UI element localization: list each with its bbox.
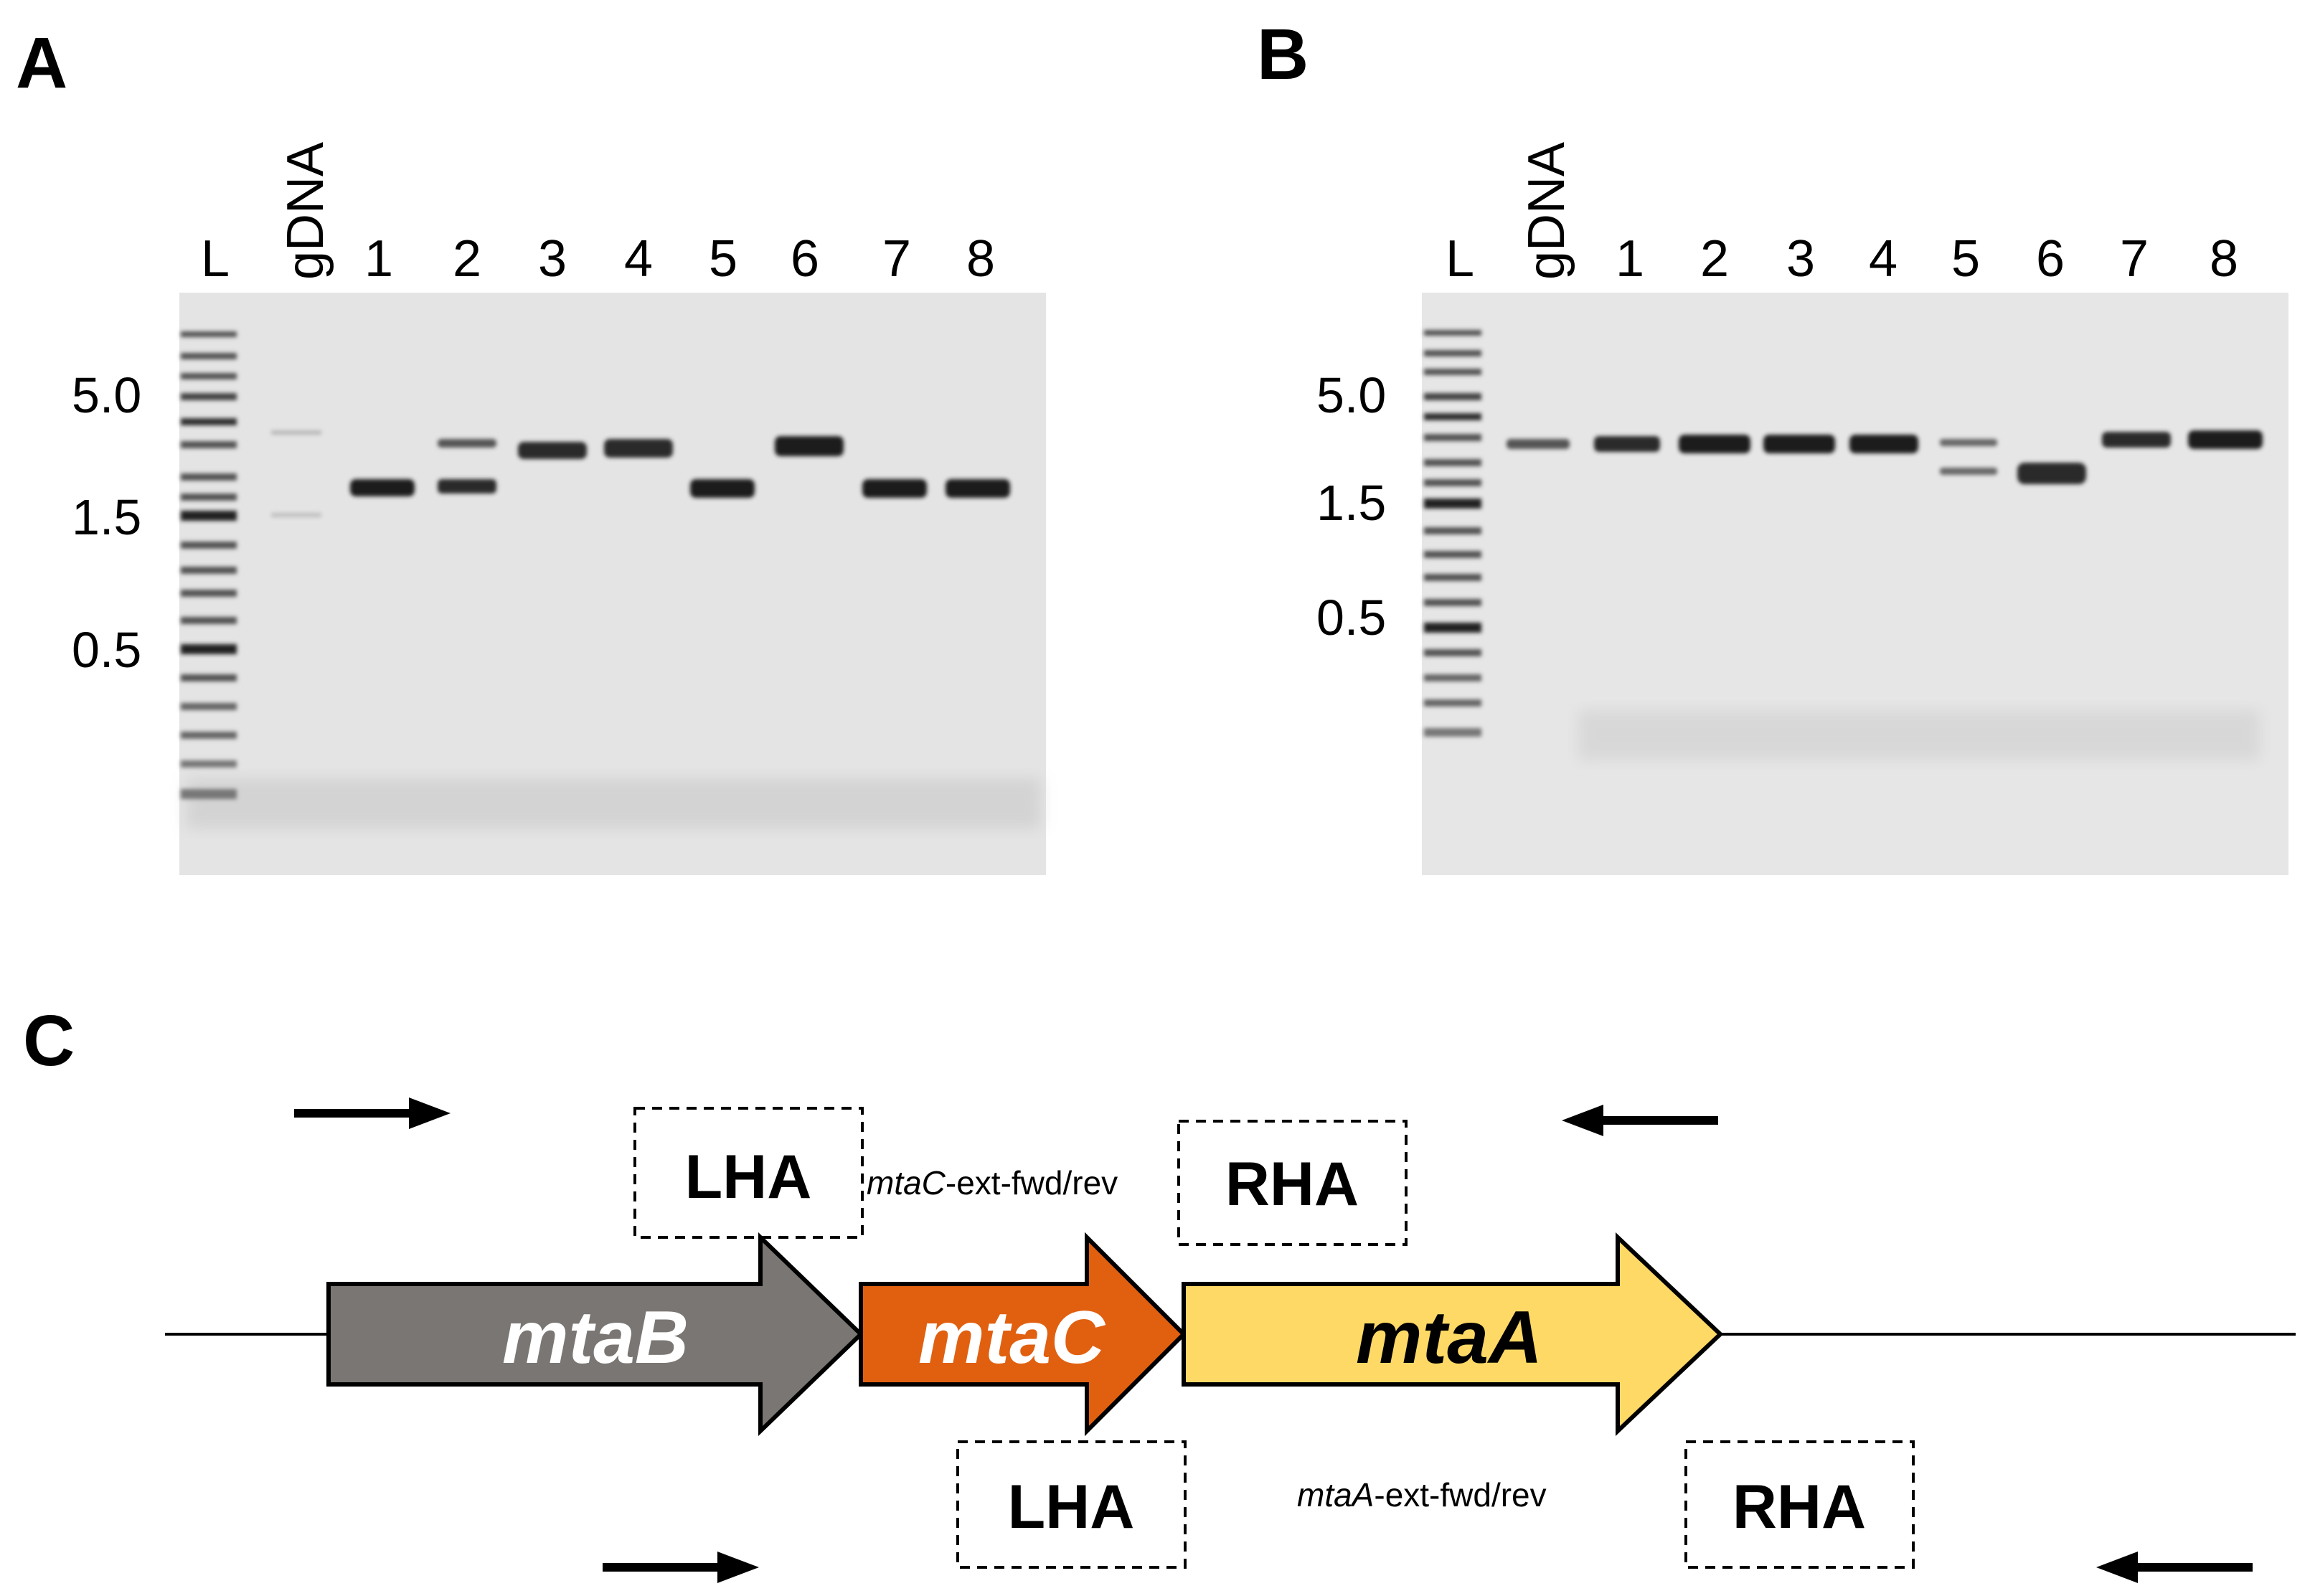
primer-label-bottom-suffix: -ext-fwd/rev <box>1374 1476 1546 1514</box>
lha-label-bottom: LHA <box>1008 1473 1135 1541</box>
gene-mtac: mtaC <box>859 1232 1187 1437</box>
lane-label-gdna: gDNA <box>277 142 334 280</box>
lha-box-top: LHA <box>633 1107 864 1239</box>
size-label-0-5kb: 0.5 <box>72 622 141 678</box>
lane-label-7: 7 <box>882 230 911 288</box>
ladder-bands-a <box>181 331 237 799</box>
gene-arrow-mtaa <box>1182 1232 1724 1436</box>
sample-bands-b <box>1507 430 2263 484</box>
panel-c-letter: C <box>23 1001 75 1081</box>
rha-label-top: RHA <box>1225 1150 1359 1219</box>
size-label-0-5kb: 0.5 <box>1316 590 1386 646</box>
lha-label-top: LHA <box>685 1143 812 1212</box>
primer-label-bottom: mtaA-ext-fwd/rev <box>1297 1476 1547 1514</box>
lane-label-3: 3 <box>1786 230 1815 288</box>
gene-label-mtab: mtaB <box>502 1296 689 1379</box>
lha-box-bottom: LHA <box>956 1440 1187 1569</box>
size-label-5kb: 5.0 <box>1316 367 1386 423</box>
lane-label-4: 4 <box>624 230 653 288</box>
gel-image-b <box>1422 293 2288 875</box>
lane-label-1: 1 <box>1616 230 1644 288</box>
lane-label-8: 8 <box>966 230 995 288</box>
lane-label-5: 5 <box>709 230 737 288</box>
lane-label-gdna: gDNA <box>1518 142 1575 280</box>
primer-arrow-top-forward <box>294 1097 451 1129</box>
lane-label-7: 7 <box>2120 230 2149 288</box>
gel-image-a <box>179 293 1046 875</box>
gene-arrow-mtab <box>326 1232 864 1437</box>
primer-label-top-suffix: -ext-fwd/rev <box>946 1164 1118 1201</box>
size-label-1-5kb: 1.5 <box>72 489 141 545</box>
gene-label-mtac: mtaC <box>918 1296 1106 1379</box>
panel-b-lane-labels: L gDNA 1 2 3 4 5 6 7 8 <box>1446 142 2238 288</box>
primer-label-bottom-gene: mtaA <box>1297 1476 1374 1514</box>
panel-a-letter: A <box>16 23 67 103</box>
lane-label-4: 4 <box>1869 230 1898 288</box>
primer-label-top: mtaC-ext-fwd/rev <box>867 1164 1118 1201</box>
sample-bands-a <box>271 430 1010 517</box>
lane-label-2: 2 <box>453 230 481 288</box>
size-label-5kb: 5.0 <box>72 367 141 423</box>
lane-label-6: 6 <box>2036 230 2065 288</box>
rha-box-top: RHA <box>1177 1120 1408 1246</box>
lane-label-8: 8 <box>2210 230 2238 288</box>
gene-mtaa: mtaA <box>1182 1232 1724 1436</box>
lane-label-6: 6 <box>791 230 819 288</box>
panel-b: B L gDNA 1 2 3 4 5 6 7 8 5.0 1.5 0.5 <box>1257 14 2288 875</box>
primer-arrow-bottom-forward <box>603 1552 759 1583</box>
rha-label-bottom: RHA <box>1732 1473 1866 1541</box>
lane-label-1: 1 <box>364 230 393 288</box>
rha-box-bottom: RHA <box>1684 1440 1915 1569</box>
primer-label-top-gene: mtaC <box>867 1164 946 1201</box>
ladder-bands-b <box>1424 330 1481 737</box>
lane-label-5: 5 <box>1951 230 1980 288</box>
primer-arrow-bottom-reverse <box>2096 1552 2253 1583</box>
lane-label-ladder: L <box>201 230 230 288</box>
primer-arrow-top-reverse <box>1562 1105 1718 1136</box>
panel-a: A L gDNA 1 2 3 4 5 6 7 8 5.0 1.5 0.5 <box>16 23 1046 875</box>
panel-c: C mtaB mtaC mtaA LHA RHA LHA <box>23 1001 2296 1583</box>
lane-label-ladder: L <box>1446 230 1474 288</box>
panel-a-lane-labels: L gDNA 1 2 3 4 5 6 7 8 <box>201 142 995 288</box>
panel-b-letter: B <box>1257 14 1309 95</box>
gene-mtab: mtaB <box>326 1232 864 1437</box>
lane-label-2: 2 <box>1700 230 1729 288</box>
gene-label-mtaa: mtaA <box>1356 1296 1542 1379</box>
gene-arrow-mtac <box>859 1232 1187 1437</box>
size-label-1-5kb: 1.5 <box>1316 475 1386 531</box>
primer-arrows <box>294 1097 2253 1583</box>
lane-label-3: 3 <box>538 230 567 288</box>
